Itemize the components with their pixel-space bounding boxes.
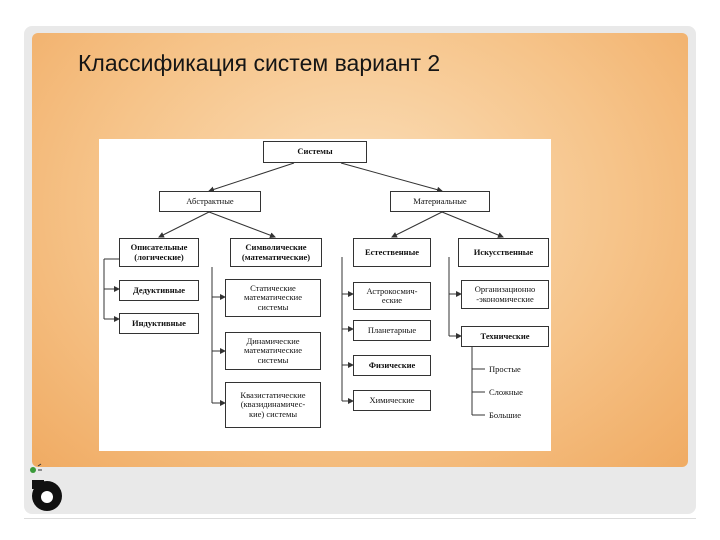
node-material: Материальные xyxy=(390,191,490,212)
node-static: Статические математические системы xyxy=(225,279,321,317)
node-planetary: Планетарные xyxy=(353,320,431,341)
connector-lines xyxy=(103,162,504,416)
node-deductive: Дедуктивные xyxy=(119,280,199,301)
logo-icon xyxy=(30,463,62,511)
node-abstract: Абстрактные xyxy=(159,191,261,212)
node-astro: Астрокосмич- еские xyxy=(353,282,431,310)
node-technical: Технические xyxy=(461,326,549,347)
node-descriptive: Описательные (логические) xyxy=(119,238,199,267)
node-quasistatic: Квазистатические (квазидинамичес- кие) с… xyxy=(225,382,321,428)
node-systems: Системы xyxy=(263,141,367,163)
slide-title: Классификация систем вариант 2 xyxy=(78,50,441,76)
leaf-simple: Простые xyxy=(489,364,521,374)
leaf-large: Большие xyxy=(489,410,522,420)
classification-diagram: Системы Абстрактные Материальные Описате… xyxy=(99,139,551,451)
node-chemical: Химические xyxy=(353,390,431,411)
leaf-complex: Сложные xyxy=(489,387,523,397)
node-dynamic: Динамические математические системы xyxy=(225,332,321,370)
node-inductive: Индуктивные xyxy=(119,313,199,334)
node-physical: Физические xyxy=(353,355,431,376)
node-org-econ: Организационно -экономические xyxy=(461,280,549,309)
node-symbolic: Символические (математические) xyxy=(230,238,322,267)
node-artificial: Искусственные xyxy=(458,238,549,267)
bottom-divider xyxy=(24,518,696,519)
node-natural: Естественные xyxy=(353,238,431,267)
